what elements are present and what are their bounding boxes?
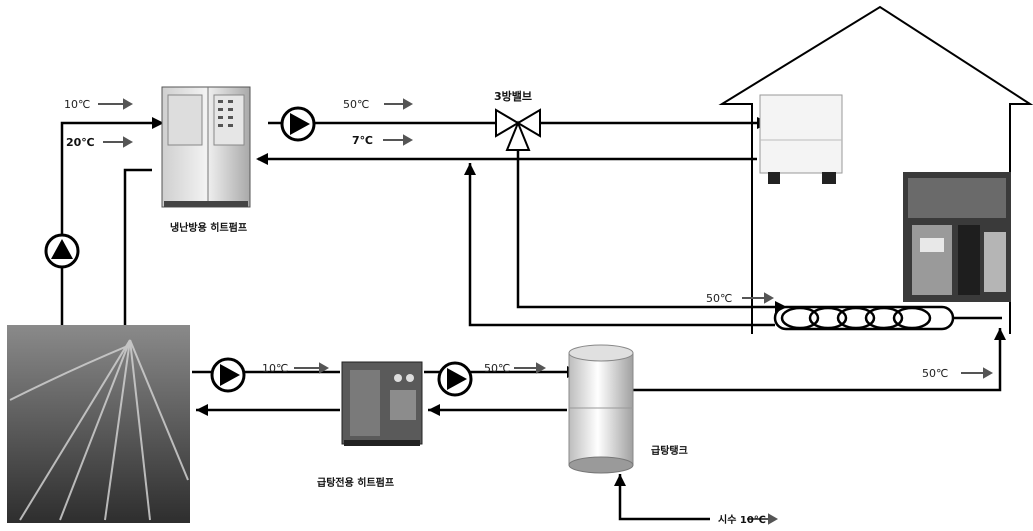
- main-heat-pump-label: 냉난방용 히트펌프: [170, 221, 247, 234]
- geothermal-field-photo: [7, 325, 190, 523]
- pump-icon-dhw-tank: [437, 361, 473, 397]
- pump-icon-ground-loop: [44, 233, 80, 269]
- interior-room-photo: [903, 172, 1011, 302]
- temp-label-floor-50: 50℃: [706, 292, 732, 305]
- temp-label-hp2-out-50: 50℃: [484, 362, 510, 375]
- house-outline: [718, 5, 1033, 334]
- dhw-heat-pump-unit: [341, 361, 423, 446]
- three-way-valve-label: 3방밸브: [494, 89, 532, 103]
- dhw-tank-label: 급탕탱크: [651, 444, 688, 457]
- pump-icon-dhw-source: [210, 357, 246, 393]
- indoor-fan-coil-unit: [759, 94, 843, 184]
- pump-icon-main-supply: [280, 106, 316, 142]
- temp-label-ground-in-20: 20℃: [66, 136, 95, 149]
- flow-direction-arrows: [98, 98, 994, 525]
- three-way-valve-icon: [495, 108, 541, 151]
- temp-label-hp2-in-10: 10℃: [262, 362, 288, 375]
- floor-heating-coil-icon: [773, 305, 955, 331]
- temp-label-supply-7: 7℃: [352, 134, 373, 147]
- temp-label-supply-50: 50℃: [343, 98, 369, 111]
- temp-label-ground-in-10: 10℃: [64, 98, 90, 111]
- dhw-storage-tank: [568, 344, 634, 474]
- main-heat-pump-unit: [161, 86, 251, 208]
- temp-label-dhw-out-50: 50℃: [922, 367, 948, 380]
- city-water-label: 시수 10℃: [718, 514, 766, 526]
- flow-arrowheads: [119, 117, 1006, 486]
- dhw-heat-pump-label: 급탕전용 히트펌프: [317, 476, 394, 489]
